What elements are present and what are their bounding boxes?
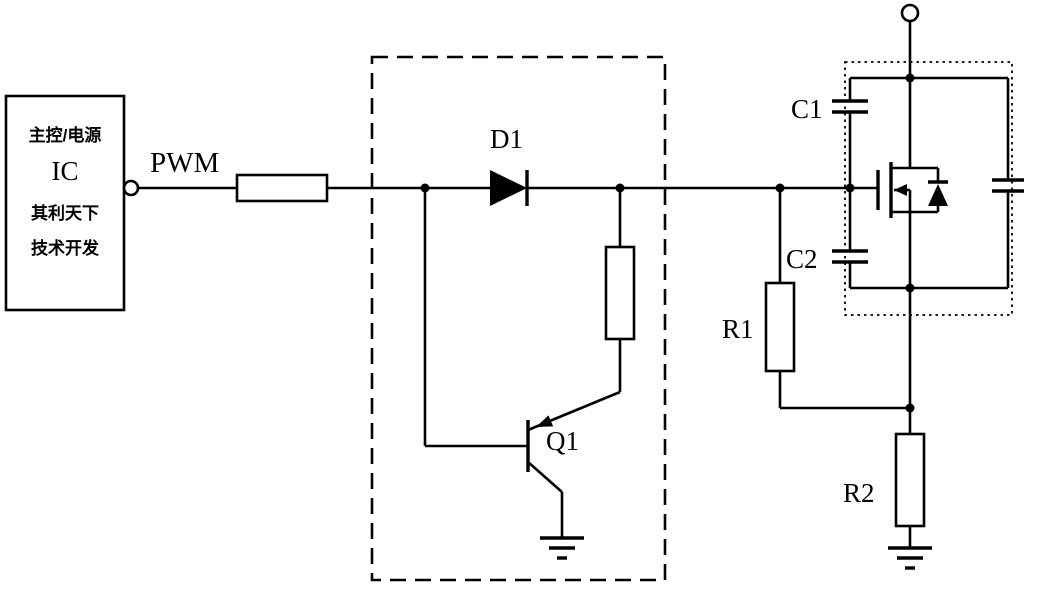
q1-bottom-lead <box>527 461 563 493</box>
ic-box-outline <box>4 94 126 312</box>
ic-label-line3: 其利天下 <box>31 203 99 223</box>
ic-label-line4: 技术开发 <box>31 238 100 258</box>
diode-d1-anode-triangle <box>490 170 527 206</box>
discharge-resistor <box>604 188 636 392</box>
ic-label-line2: IC <box>52 156 79 186</box>
diode-d1: D1 <box>490 124 529 206</box>
drain-rail <box>900 3 920 408</box>
pwm-output-terminal <box>122 179 140 197</box>
capacitor-c1-label: C1 <box>791 94 823 124</box>
capacitor-c1: C1 <box>791 78 868 188</box>
q1-emitter-arrow <box>536 415 554 427</box>
diode-d1-label: D1 <box>490 124 523 154</box>
resistor-r2-label: R2 <box>843 478 875 508</box>
mosfet-nchannel-arrow <box>894 184 907 196</box>
mosfet <box>876 162 910 218</box>
controller-ic-block: 主控/电源 IC 其利天下 技术开发 <box>4 94 140 312</box>
supply-terminal <box>900 3 920 23</box>
resistor-r1-label: R1 <box>722 314 754 344</box>
pwm-signal-label: PWM <box>150 147 219 179</box>
junction-dots <box>420 73 915 413</box>
transistor-q1-label: Q1 <box>546 426 579 456</box>
parasitic-cap-wiring <box>850 76 1008 290</box>
mosfet-model-dotted-box <box>844 61 1013 316</box>
transistor-q1: Q1 <box>526 390 621 538</box>
mosfet-body-diode <box>910 166 948 214</box>
capacitor-c2: C2 <box>786 188 868 288</box>
ic-label-line1: 主控/电源 <box>29 125 102 145</box>
ground-symbol-r2 <box>888 546 932 570</box>
resistor-r2: R2 <box>843 408 926 548</box>
body-diode-triangle <box>928 184 948 206</box>
capacitor-drain-source <box>992 78 1024 288</box>
resistor-r1: R1 <box>722 188 910 410</box>
capacitor-c2-label: C2 <box>786 244 818 274</box>
turnoff-network-dashed-box <box>370 55 667 582</box>
base-drive-branch <box>423 188 528 448</box>
series-gate-resistor <box>235 173 329 203</box>
ground-symbol-q1 <box>540 536 584 560</box>
